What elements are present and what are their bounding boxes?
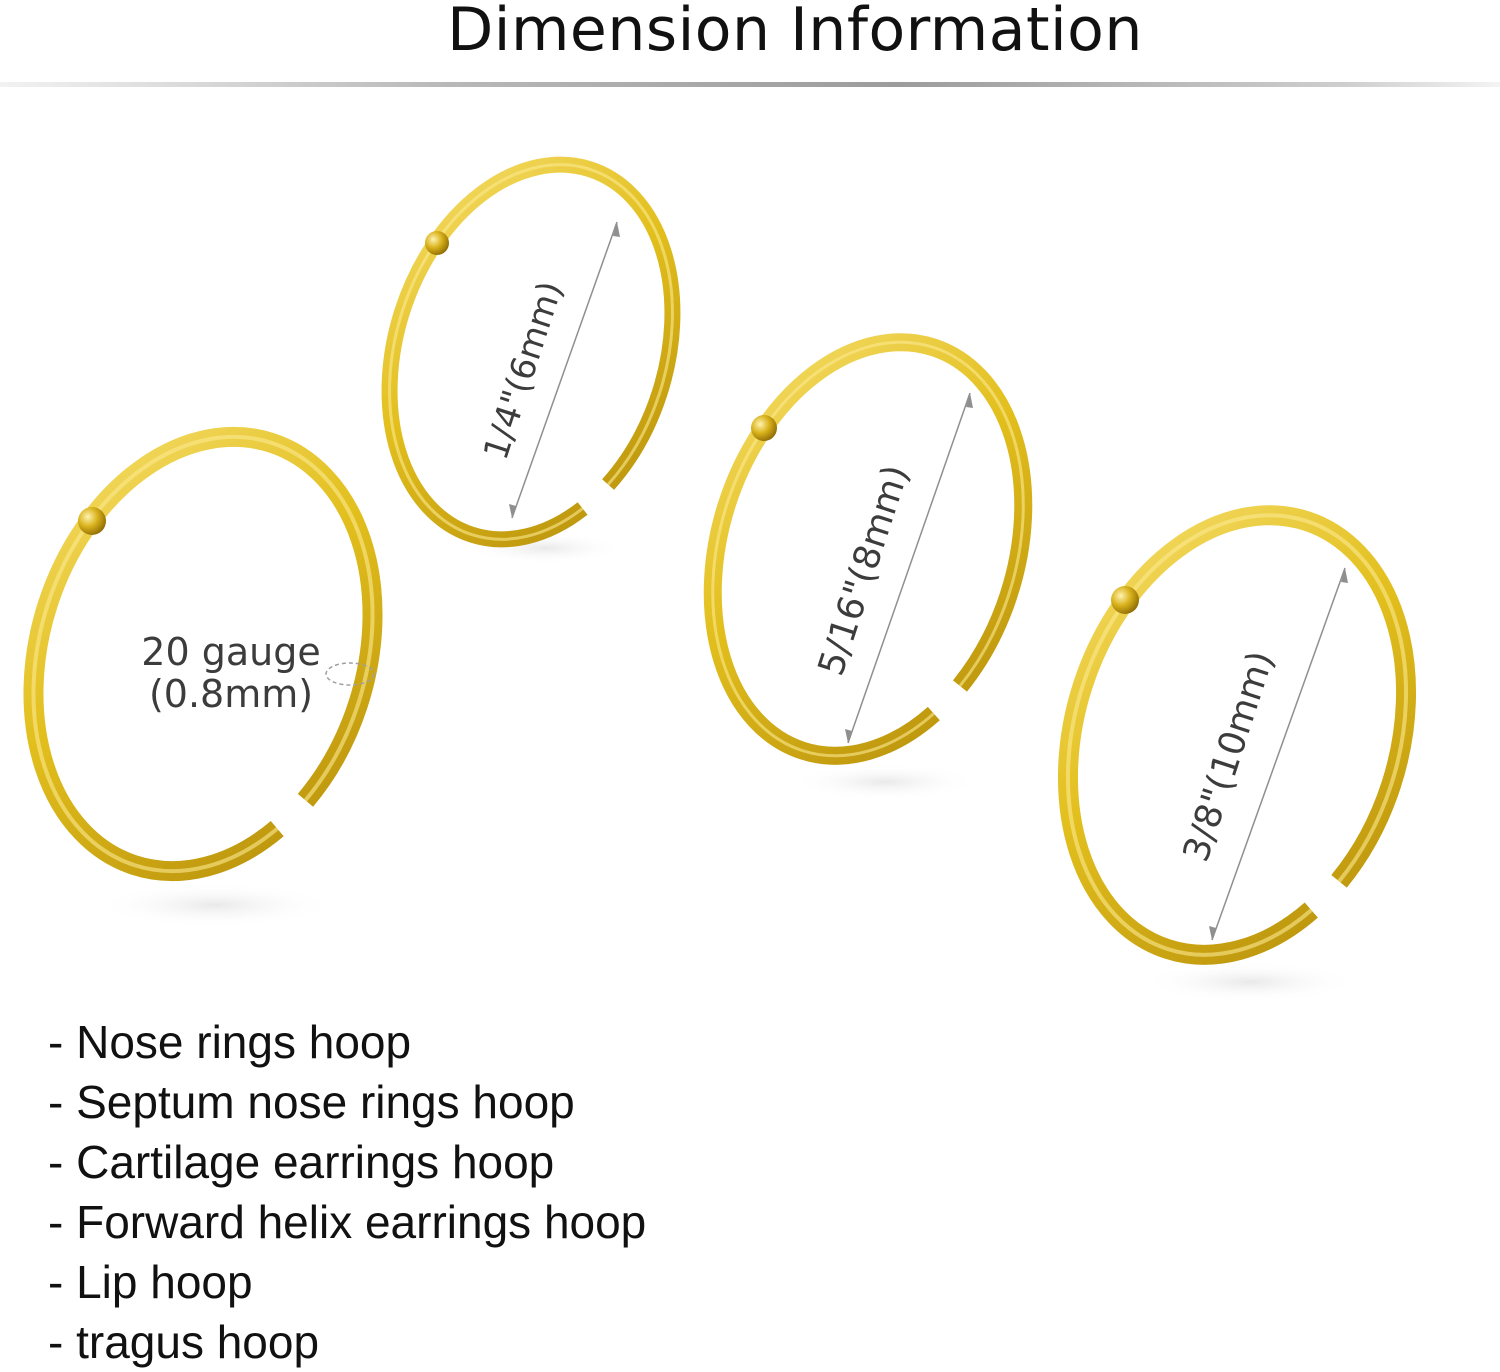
dimension-arrow-top (613, 222, 620, 237)
size-label-10mm: 3/8"(10mm) (1176, 646, 1283, 867)
gauge-label: 20 gauge (141, 630, 320, 674)
dimension-arrow-bottom (509, 504, 516, 518)
list-item: - tragus hoop (48, 1316, 320, 1368)
size-label-8mm: 5/16"(8mm) (811, 460, 918, 681)
hoop-ring-highlight (1065, 513, 1409, 957)
hoop-shadow (1140, 962, 1360, 1002)
hoop-shadow (790, 764, 980, 800)
list-item: - Lip hoop (48, 1256, 253, 1308)
hoop-ring-highlight (388, 163, 674, 541)
hoop-ball-end (425, 231, 449, 255)
hoop-ball-end (1111, 586, 1139, 614)
dimension-arrow-bottom (845, 729, 852, 743)
dimension-line (1211, 567, 1346, 941)
hoop-10mm: 3/8"(10mm) (1057, 505, 1417, 1002)
hoop-ring-highlight (31, 434, 375, 874)
hoop-ring-highlight (711, 340, 1025, 758)
dimension-line (511, 221, 618, 519)
dimension-arrow-top (1341, 568, 1348, 583)
list-item: - Nose rings hoop (48, 1016, 412, 1068)
gauge-mm-label: (0.8mm) (149, 672, 313, 716)
list-item: - Septum nose rings hoop (48, 1076, 575, 1128)
dimension-line (847, 392, 971, 744)
hoop-ball-end (78, 507, 106, 535)
title-divider (0, 82, 1500, 87)
list-item: - Cartilage earrings hoop (48, 1136, 555, 1188)
hoop-6mm: 1/4"(6mm) (381, 156, 681, 564)
dimension-arrow-bottom (1209, 926, 1216, 940)
hoop-ball-end (751, 415, 777, 441)
gauge-marker (325, 662, 375, 686)
size-label-6mm: 1/4"(6mm) (476, 277, 571, 465)
hoop-gauge: 20 gauge (0.8mm) (23, 426, 383, 927)
hoop-shadow (95, 883, 335, 927)
dimension-arrow-top (966, 393, 973, 408)
page-title: Dimension Information (447, 0, 1143, 65)
uses-list: - Nose rings hoop - Septum nose rings ho… (48, 1012, 646, 1372)
list-item: - Forward helix earrings hoop (48, 1196, 647, 1248)
hoop-8mm: 5/16"(8mm) (703, 333, 1033, 800)
